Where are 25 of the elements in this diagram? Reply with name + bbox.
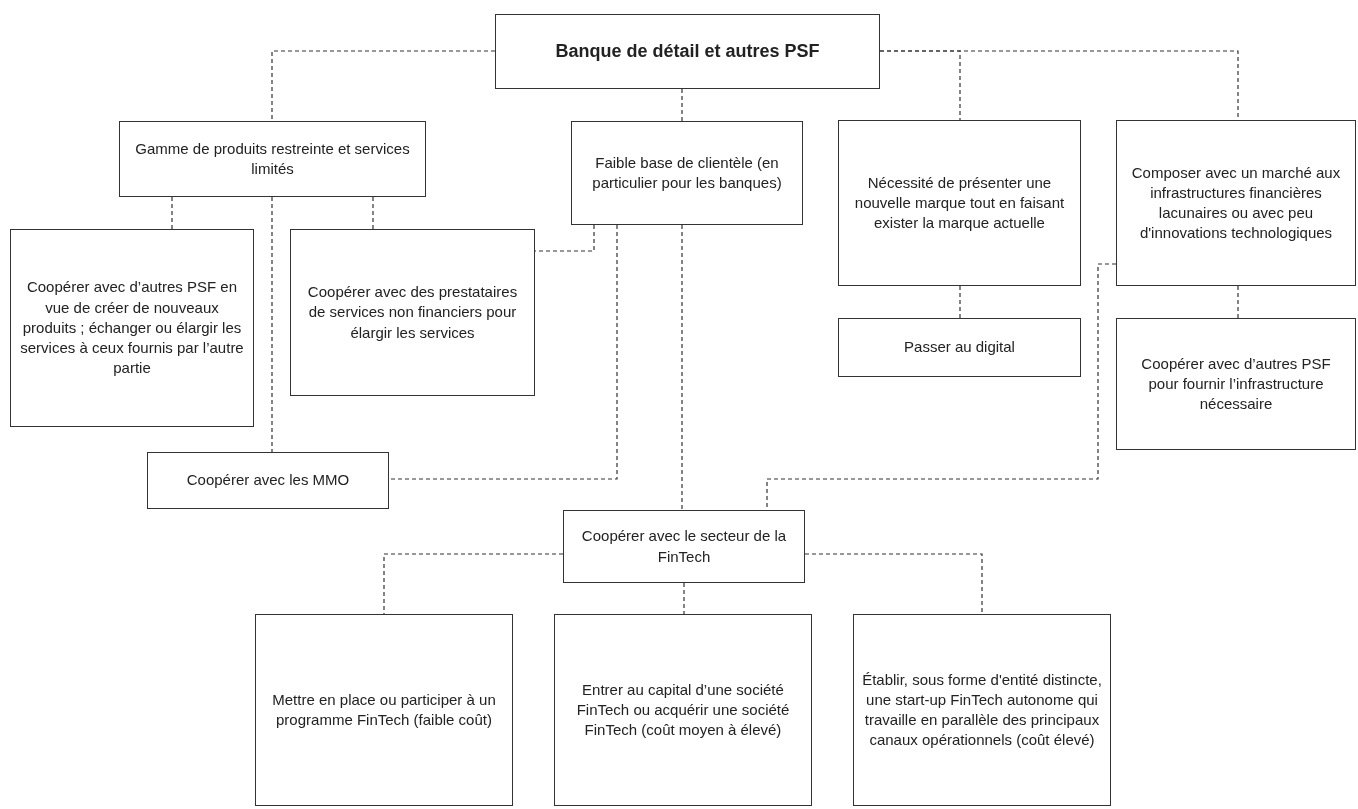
text-box: Coopérer avec des prestataires de services non financiers pour élargir les services (290, 229, 535, 396)
text-box: Mettre en place ou participer à un programme FinTech (faible coût) (255, 614, 513, 806)
text-box: Composer avec un marché aux infrastructures financières lacunaires ou avec peu d'innovations technologiques (1116, 120, 1356, 286)
dashed-connector (959, 285, 961, 319)
dashed-connector (171, 196, 173, 230)
title-box: Banque de détail et autres PSF (495, 14, 880, 89)
dashed-connector (372, 196, 374, 230)
text-box: Faible base de clientèle (en particulier pour les banques) (571, 121, 803, 225)
dashed-connector (271, 50, 496, 122)
dashed-connector (388, 224, 618, 480)
text-box: Coopérer avec d’autres PSF en vue de créer de nouveaux produits ; échanger ou élargir les services à ceux fournis par l’autre partie (10, 229, 254, 427)
dashed-connector (681, 88, 683, 122)
text-box: Coopérer avec d’autres PSF pour fournir l’infrastructure nécessaire (1116, 318, 1356, 450)
dashed-connector (681, 224, 683, 511)
text-box: Passer au digital (838, 318, 1081, 377)
dashed-connector (804, 553, 983, 615)
text-box: Coopérer avec les MMO (147, 452, 389, 509)
text-box: Nécessité de présenter une nouvelle marque tout en faisant exister la marque actuelle (838, 120, 1081, 286)
text-box: Coopérer avec le secteur de la FinTech (563, 510, 805, 583)
dashed-connector (683, 582, 685, 615)
text-box: Gamme de produits restreinte et services limités (119, 121, 426, 197)
dashed-connector (1237, 285, 1239, 319)
text-box: Établir, sous forme d'entité distincte, une start-up FinTech autonome qui travaille en parallèle des principaux canaux opérationnels (coût élevé) (853, 614, 1111, 806)
dashed-connector (271, 196, 273, 453)
text-box: Entrer au capital d’une société FinTech ou acquérir une société FinTech (coût moyen à élevé) (554, 614, 812, 806)
